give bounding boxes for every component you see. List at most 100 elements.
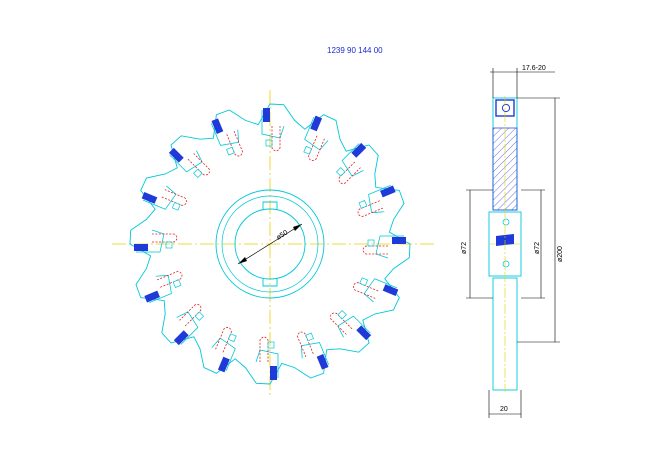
tooth-insert — [217, 356, 230, 373]
teeth-group — [134, 108, 406, 380]
tooth-insert — [392, 237, 406, 244]
tooth-screw — [305, 332, 314, 342]
tooth-insert — [351, 142, 367, 158]
keyway-bottom — [262, 278, 278, 287]
tooth-screw — [227, 333, 237, 343]
hub-inner-circle — [221, 195, 319, 293]
tooth-pocket — [375, 235, 404, 259]
bore-label: ø50 — [275, 229, 289, 241]
dim-hub-right-label: ø72 — [534, 242, 541, 254]
cutter-profile — [129, 103, 411, 385]
side-screw-low — [502, 260, 510, 268]
tooth-pocket — [337, 315, 371, 338]
tooth-pocket — [142, 185, 177, 210]
tooth-seat — [362, 245, 388, 255]
tooth-insert — [380, 185, 396, 198]
tooth-screw — [335, 167, 346, 177]
tooth — [144, 271, 183, 304]
tooth-seat — [161, 189, 187, 206]
tooth — [134, 229, 178, 253]
bore-circle — [234, 208, 306, 280]
tooth-seat — [357, 200, 383, 217]
tooth-screw — [303, 145, 313, 155]
tooth-insert — [270, 366, 277, 380]
bore-dim-arrow-a — [238, 257, 247, 264]
tooth — [357, 184, 396, 217]
tooth-seat — [308, 135, 325, 161]
tooth-seat — [353, 282, 379, 299]
dim-width-top-label: 17.6-20 — [522, 65, 546, 72]
tooth-screw — [358, 200, 368, 209]
tooth — [362, 235, 406, 259]
tooth-seat — [271, 126, 281, 152]
tooth-seat — [152, 233, 178, 243]
tooth-insert — [168, 147, 184, 163]
tooth-screw — [171, 201, 181, 211]
tooth — [303, 115, 329, 161]
tooth-pocket — [211, 337, 236, 372]
tooth-seat — [259, 336, 269, 362]
keyway-top — [262, 201, 278, 210]
tooth-seat — [157, 271, 183, 288]
tooth — [211, 327, 237, 373]
tooth — [330, 309, 372, 341]
tooth — [168, 147, 210, 179]
tooth-pocket — [149, 274, 172, 304]
tooth-insert — [144, 290, 160, 303]
tooth-screw — [194, 311, 205, 321]
tooth-insert — [134, 244, 148, 251]
front-view: ø50 — [112, 90, 435, 395]
tooth-pocket — [341, 143, 364, 177]
tooth-seat — [215, 327, 232, 353]
tooth-pocket — [176, 311, 199, 345]
tooth-screw — [172, 279, 182, 288]
tooth-screw — [267, 341, 275, 349]
tooth-insert — [211, 118, 224, 134]
hub-outer-circle — [215, 189, 325, 299]
tooth-screw — [337, 309, 347, 320]
side-screw-mid — [502, 218, 510, 226]
tooth-pocket — [255, 349, 279, 378]
tooth — [173, 304, 205, 346]
tooth-screw — [165, 241, 173, 249]
tooth-pocket — [136, 229, 165, 253]
tooth-insert — [141, 191, 158, 204]
tooth-seat — [179, 304, 202, 327]
dim-width-bottom-label: 20 — [500, 406, 508, 413]
tooth-seat — [187, 153, 210, 176]
tooth — [141, 185, 187, 211]
dim-hub-left-label: ø72 — [461, 242, 468, 254]
tooth-pocket — [261, 110, 285, 139]
tooth-pocket — [210, 123, 240, 146]
side-insert-screw-top — [501, 103, 511, 113]
tooth-insert — [310, 115, 323, 132]
tooth — [353, 277, 399, 303]
tooth — [335, 142, 367, 184]
side-view: 17.6-20 ø200 ø72 ø72 20 — [461, 65, 564, 418]
tooth-screw — [359, 277, 369, 287]
tooth-seat — [330, 312, 353, 335]
tooth-seat — [338, 161, 361, 184]
tooth-pocket — [169, 150, 203, 173]
bore-dimension-line — [237, 223, 303, 265]
tooth-screw — [226, 146, 235, 156]
tooth-screw — [367, 239, 375, 247]
tooth — [297, 331, 330, 370]
tooth-screw — [193, 168, 203, 179]
tooth-pocket — [300, 342, 330, 365]
tooth-insert — [382, 284, 399, 297]
bore-dim-arrow-b — [293, 224, 302, 231]
tooth-seat — [297, 331, 314, 357]
tooth-pocket — [304, 116, 329, 151]
tooth-insert — [356, 325, 372, 341]
tooth-screw — [265, 139, 273, 147]
part-number: 1239 90 144 00 — [327, 46, 383, 55]
tooth — [261, 108, 285, 152]
tooth-pocket — [363, 278, 398, 303]
tooth-insert — [173, 330, 189, 346]
tooth — [210, 118, 243, 157]
tooth-insert — [263, 108, 270, 122]
tooth-pocket — [368, 184, 391, 214]
tooth — [255, 336, 279, 380]
tooth-seat — [226, 131, 243, 157]
